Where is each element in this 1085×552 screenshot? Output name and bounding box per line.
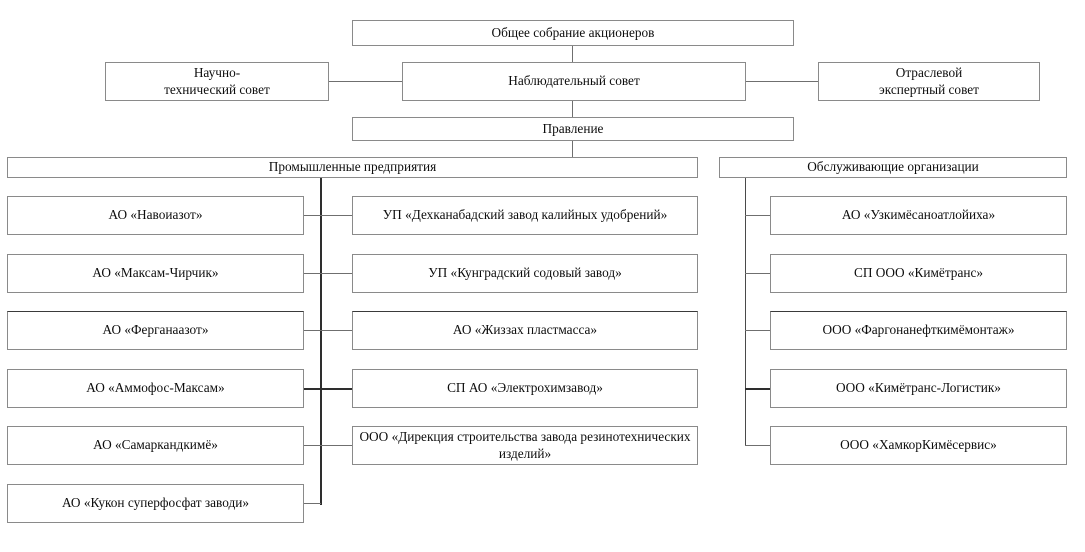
node-industrial-right-3[interactable]: АО «Жиззах пластмасса»: [352, 311, 698, 350]
node-scientific-technical-council[interactable]: Научно- технический совет: [105, 62, 329, 101]
node-service-3-label: ООО «Фаргонанефткимёмонтаж»: [822, 322, 1015, 338]
connector-supervisory-to-expert: [745, 81, 819, 82]
node-management-board-label: Правление: [542, 120, 604, 136]
node-industrial-left-2-label: АО «Максам-Чирчик»: [92, 265, 219, 281]
node-branch-expert-council-label: Отраслевой экспертный совет: [825, 65, 1033, 98]
expert-council-line-1: Отраслевой: [895, 64, 963, 80]
scientific-council-line-1: Научно-: [193, 64, 241, 80]
node-group-industrial[interactable]: Промышленные предприятия: [7, 157, 698, 178]
node-service-3[interactable]: ООО «Фаргонанефткимёмонтаж»: [770, 311, 1067, 350]
node-industrial-left-6-label: АО «Кукон суперфосфат заводи»: [61, 495, 250, 511]
node-industrial-left-5[interactable]: АО «Самаркандкимё»: [7, 426, 304, 465]
node-industrial-right-4-label: СП АО «Электрохимзавод»: [447, 380, 603, 396]
node-industrial-left-5-label: АО «Самаркандкимё»: [93, 437, 218, 453]
node-industrial-left-3-label: АО «Ферганаазот»: [102, 322, 209, 338]
node-service-1-label: АО «Узкимёсаноатлойиха»: [841, 207, 996, 223]
connector-industrial-right-4: [321, 388, 352, 390]
node-industrial-right-2[interactable]: УП «Кунградский содовый завод»: [352, 254, 698, 293]
connector-service-3: [745, 330, 770, 331]
expert-council-line-2: экспертный совет: [879, 81, 979, 97]
node-supervisory-board[interactable]: Наблюдательный совет: [402, 62, 746, 101]
connector-meeting-to-supervisory: [572, 45, 573, 64]
connector-service-5: [745, 445, 770, 446]
node-industrial-left-1[interactable]: АО «Навоиазот»: [7, 196, 304, 235]
trunk-industrial: [320, 177, 322, 505]
connector-industrial-right-5: [321, 445, 352, 446]
connector-supervisory-to-board: [572, 100, 573, 118]
node-industrial-right-5[interactable]: ООО «Дирекция строительства завода резин…: [352, 426, 698, 465]
node-group-service-label: Обслуживающие организации: [807, 159, 979, 175]
node-industrial-left-4-label: АО «Аммофос-Максам»: [86, 380, 225, 396]
connector-industrial-left-2: [303, 273, 321, 274]
node-service-5-label: ООО «ХамкорКимёсервис»: [840, 437, 997, 453]
node-industrial-left-4[interactable]: АО «Аммофос-Максам»: [7, 369, 304, 408]
connector-service-1: [745, 215, 770, 216]
node-industrial-right-1[interactable]: УП «Дехканабадский завод калийных удобре…: [352, 196, 698, 235]
node-service-4[interactable]: ООО «Кимётранс-Логистик»: [770, 369, 1067, 408]
node-industrial-left-3[interactable]: АО «Ферганаазот»: [7, 311, 304, 350]
connector-industrial-right-1: [321, 215, 352, 216]
node-industrial-left-6[interactable]: АО «Кукон суперфосфат заводи»: [7, 484, 304, 523]
connector-industrial-left-1: [303, 215, 321, 216]
node-general-meeting[interactable]: Общее собрание акционеров: [352, 20, 794, 46]
node-service-2[interactable]: СП ООО «Кимётранс»: [770, 254, 1067, 293]
node-service-5[interactable]: ООО «ХамкорКимёсервис»: [770, 426, 1067, 465]
node-industrial-right-3-label: АО «Жиззах пластмасса»: [452, 322, 598, 338]
scientific-council-line-2: технический совет: [164, 81, 270, 97]
node-industrial-left-2[interactable]: АО «Максам-Чирчик»: [7, 254, 304, 293]
connector-industrial-left-4: [303, 388, 321, 390]
connector-service-2: [745, 273, 770, 274]
connector-industrial-right-3: [321, 330, 352, 331]
node-branch-expert-council[interactable]: Отраслевой экспертный совет: [818, 62, 1040, 101]
node-group-service[interactable]: Обслуживающие организации: [719, 157, 1067, 178]
connector-industrial-left-3: [303, 330, 321, 331]
connector-industrial-left-5: [303, 445, 321, 446]
trunk-service: [745, 177, 746, 446]
node-scientific-technical-council-label: Научно- технический совет: [112, 65, 322, 98]
connector-service-4: [745, 388, 770, 390]
node-industrial-right-4[interactable]: СП АО «Электрохимзавод»: [352, 369, 698, 408]
node-service-2-label: СП ООО «Кимётранс»: [853, 265, 984, 281]
node-industrial-left-1-label: АО «Навоиазот»: [108, 207, 203, 223]
connector-industrial-right-2: [321, 273, 352, 274]
node-group-industrial-label: Промышленные предприятия: [268, 159, 437, 175]
node-management-board[interactable]: Правление: [352, 117, 794, 141]
node-service-4-label: ООО «Кимётранс-Логистик»: [836, 380, 1001, 396]
node-industrial-right-2-label: УП «Кунградский содовый завод»: [428, 265, 622, 281]
connector-scientific-to-supervisory: [328, 81, 403, 82]
node-general-meeting-label: Общее собрание акционеров: [491, 24, 655, 40]
connector-industrial-left-6: [303, 503, 321, 504]
node-supervisory-board-label: Наблюдательный совет: [508, 73, 640, 89]
node-industrial-right-1-label: УП «Дехканабадский завод калийных удобре…: [382, 207, 668, 223]
connector-board-to-groups: [572, 140, 573, 157]
node-service-1[interactable]: АО «Узкимёсаноатлойиха»: [770, 196, 1067, 235]
node-industrial-right-5-label: ООО «Дирекция строительства завода резин…: [359, 428, 691, 461]
